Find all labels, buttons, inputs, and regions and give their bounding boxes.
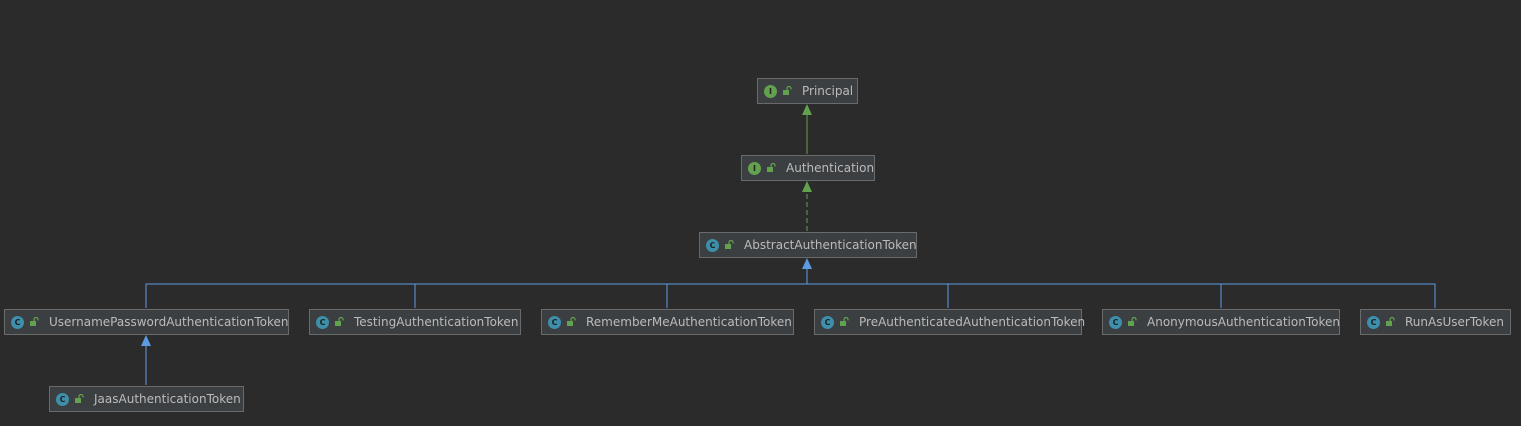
node-label: Authentication <box>786 161 875 175</box>
unlocked-padlock-icon <box>783 86 792 95</box>
node-run-as-user-token[interactable]: C RunAsUserToken <box>1360 309 1511 335</box>
class-icon: C <box>1109 315 1122 329</box>
node-label: AbstractAuthenticationToken <box>744 238 917 252</box>
node-pre-authenticated-authentication-token[interactable]: C PreAuthenticatedAuthenticationToken <box>814 309 1086 335</box>
unlocked-padlock-icon <box>1128 317 1137 326</box>
node-label: RememberMeAuthenticationToken <box>586 315 792 329</box>
node-label: UsernamePasswordAuthenticationToken <box>49 315 289 329</box>
node-abstract-authentication-token[interactable]: C AbstractAuthenticationToken <box>699 232 917 258</box>
unlocked-padlock-icon <box>75 394 84 403</box>
node-testing-authentication-token[interactable]: C TestingAuthenticationToken <box>309 309 521 335</box>
node-label: TestingAuthenticationToken <box>354 315 519 329</box>
unlocked-padlock-icon <box>767 163 776 172</box>
class-icon: C <box>316 315 329 329</box>
interface-icon: I <box>764 84 777 98</box>
node-principal[interactable]: I Principal <box>757 78 858 104</box>
node-label: PreAuthenticatedAuthenticationToken <box>859 315 1086 329</box>
unlocked-padlock-icon <box>1386 317 1395 326</box>
arrowhead-authentication <box>802 181 812 192</box>
class-icon: C <box>11 315 24 329</box>
node-jaas-authentication-token[interactable]: C JaasAuthenticationToken <box>49 386 244 412</box>
abstract-class-icon: C <box>706 238 719 252</box>
arrowhead-usernamepassword <box>141 335 151 346</box>
edge-children-abstract-bus <box>145 283 1436 308</box>
unlocked-padlock-icon <box>840 317 849 326</box>
node-anonymous-authentication-token[interactable]: C AnonymousAuthenticationToken <box>1102 309 1340 335</box>
class-icon: C <box>821 315 834 329</box>
unlocked-padlock-icon <box>335 317 344 326</box>
node-authentication[interactable]: I Authentication <box>741 155 875 181</box>
node-label: Principal <box>802 84 854 98</box>
unlocked-padlock-icon <box>725 240 734 249</box>
node-label: JaasAuthenticationToken <box>94 392 241 406</box>
arrowhead-abstract <box>802 258 812 269</box>
arrowhead-principal <box>802 104 812 115</box>
unlocked-padlock-icon <box>30 317 39 326</box>
unlocked-padlock-icon <box>567 317 576 326</box>
class-icon: C <box>56 392 69 406</box>
node-username-password-authentication-token[interactable]: C UsernamePasswordAuthenticationToken <box>4 309 289 335</box>
class-icon: C <box>548 315 561 329</box>
node-label: AnonymousAuthenticationToken <box>1147 315 1340 329</box>
interface-icon: I <box>748 161 761 175</box>
class-icon: C <box>1367 315 1380 329</box>
node-remember-me-authentication-token[interactable]: C RememberMeAuthenticationToken <box>541 309 794 335</box>
node-label: RunAsUserToken <box>1405 315 1504 329</box>
